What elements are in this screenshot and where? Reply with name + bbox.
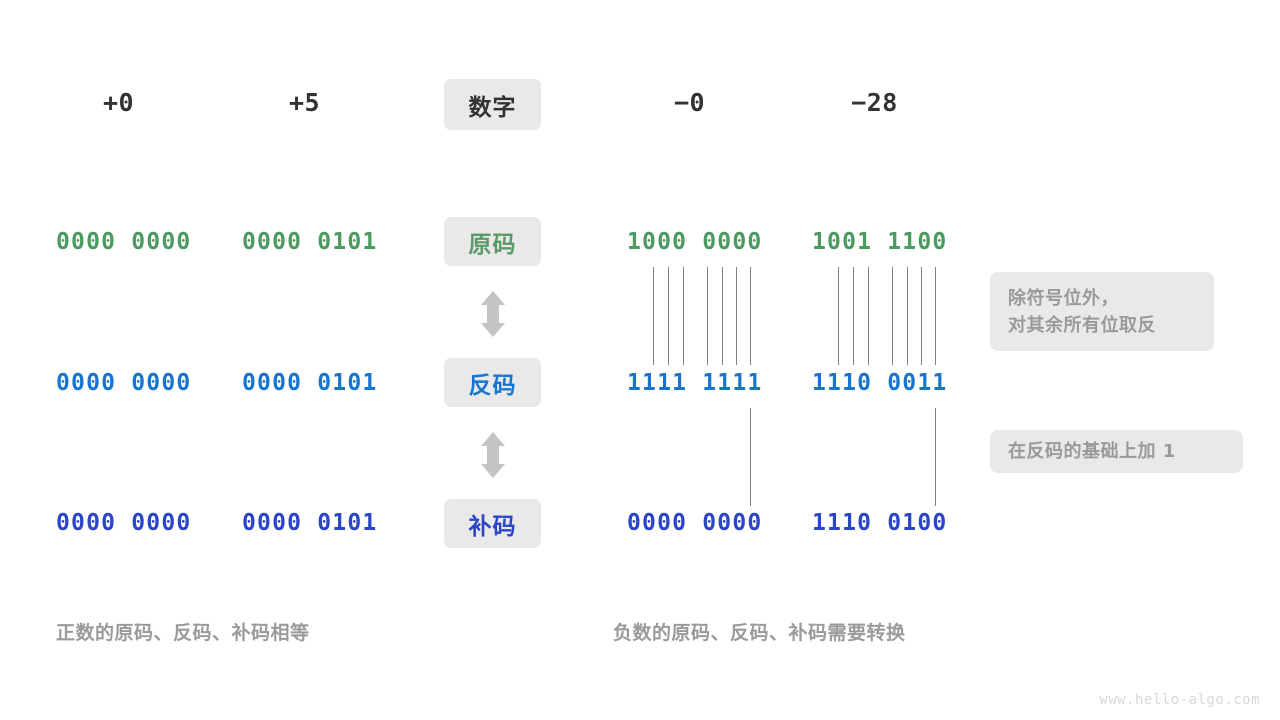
connector-rule — [683, 267, 684, 365]
note-add-one: 在反码的基础上加 1 — [990, 430, 1243, 473]
caption-negative: 负数的原码、反码、补码需要转换 — [613, 622, 906, 644]
caption-positive: 正数的原码、反码、补码相等 — [56, 622, 310, 644]
column-header-plus-five: +5 — [288, 88, 321, 117]
cell-true-form-plus-zero: 0000 0000 — [56, 229, 192, 255]
connector-rule — [892, 267, 893, 365]
cell-true-form-minus-twentyeight: 1001 1100 — [812, 229, 948, 255]
cell-twos-complement-plus-five: 0000 0101 — [242, 510, 378, 536]
row-label-badge-true-form: 原码 — [444, 217, 541, 266]
column-header-minus-twentyeight: −28 — [851, 88, 898, 117]
cell-ones-complement-plus-five: 0000 0101 — [242, 370, 378, 396]
row-label-badge-ones-complement: 反码 — [444, 358, 541, 407]
column-header-minus-zero: −0 — [673, 88, 706, 117]
cell-ones-complement-minus-twentyeight: 1110 0011 — [812, 370, 948, 396]
connector-rule — [853, 267, 854, 365]
cell-ones-complement-minus-zero: 1111 1111 — [627, 370, 763, 396]
note-invert-bits-line-1: 除符号位外， — [1008, 287, 1119, 309]
cell-twos-complement-minus-twentyeight: 1110 0100 — [812, 510, 948, 536]
connector-rule — [750, 408, 751, 506]
connector-rule — [838, 267, 839, 365]
cell-ones-complement-plus-zero: 0000 0000 — [56, 370, 192, 396]
connector-rule — [668, 267, 669, 365]
arrow-ones-to-twos-icon — [480, 432, 506, 478]
note-add-one-line-1: 在反码的基础上加 1 — [1008, 441, 1176, 462]
connector-rule — [868, 267, 869, 365]
column-header-plus-zero: +0 — [102, 88, 135, 117]
watermark: www.hello-algo.com — [1099, 692, 1260, 708]
connector-rule — [722, 267, 723, 365]
note-invert-bits-line-2: 对其余所有位取反 — [1008, 314, 1156, 336]
cell-true-form-minus-zero: 1000 0000 — [627, 229, 763, 255]
connector-rule — [707, 267, 708, 365]
connector-rule — [935, 267, 936, 365]
connector-rule — [935, 408, 936, 506]
connector-rule — [653, 267, 654, 365]
cell-twos-complement-minus-zero: 0000 0000 — [627, 510, 763, 536]
connector-rule — [750, 267, 751, 365]
connector-rule — [907, 267, 908, 365]
connector-rule — [921, 267, 922, 365]
note-invert-bits: 除符号位外， 对其余所有位取反 — [990, 272, 1214, 351]
connector-rule — [736, 267, 737, 365]
cell-true-form-plus-five: 0000 0101 — [242, 229, 378, 255]
row-label-badge-number: 数字 — [444, 79, 541, 130]
row-label-badge-twos-complement: 补码 — [444, 499, 541, 548]
cell-twos-complement-plus-zero: 0000 0000 — [56, 510, 192, 536]
arrow-true-to-ones-icon — [480, 291, 506, 337]
